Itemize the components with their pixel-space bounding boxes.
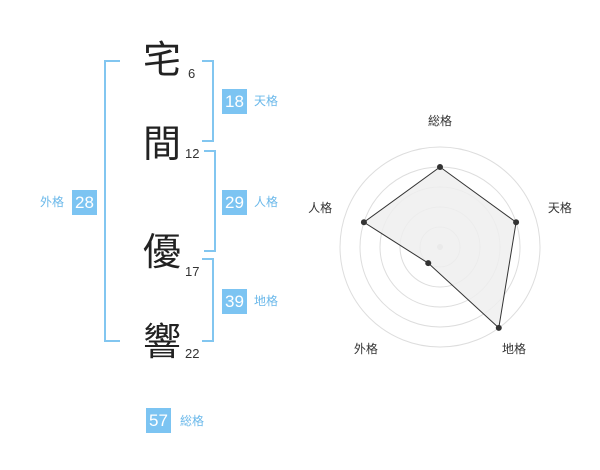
jinkaku-bracket bbox=[204, 150, 216, 252]
gaikaku-bracket bbox=[104, 60, 120, 342]
name-char-4: 響 bbox=[143, 320, 182, 364]
jinkaku-label: 人格 bbox=[254, 195, 279, 209]
stroke-count-3: 17 bbox=[185, 264, 200, 279]
radar-point-1 bbox=[437, 164, 443, 170]
chikaku-value: 39 bbox=[222, 289, 247, 314]
radar-axis-label-3: 地格 bbox=[502, 341, 526, 356]
radar-axis-label-5: 人格 bbox=[308, 200, 332, 215]
radar-axis-label-4: 外格 bbox=[354, 341, 378, 356]
name-char-3: 優 bbox=[143, 230, 182, 274]
stroke-count-2: 12 bbox=[185, 146, 200, 161]
radar-point-5 bbox=[360, 219, 367, 226]
chikaku-label: 地格 bbox=[254, 294, 279, 308]
soukaku-label: 総格 bbox=[180, 414, 205, 428]
radar-axis-label-2: 天格 bbox=[548, 200, 572, 215]
radar-series-area bbox=[363, 166, 517, 329]
chikaku-bracket bbox=[202, 258, 214, 342]
gaikaku-value: 28 bbox=[72, 190, 97, 215]
radar-axis-label-1: 総格 bbox=[428, 113, 452, 128]
stroke-count-1: 6 bbox=[188, 66, 196, 81]
tenkaku-label: 天格 bbox=[254, 94, 279, 108]
name-char-2: 間 bbox=[143, 122, 182, 166]
radar-point-2 bbox=[513, 219, 520, 226]
gaikaku-label: 外格 bbox=[40, 195, 65, 209]
tenkaku-bracket bbox=[202, 60, 214, 142]
tenkaku-value: 18 bbox=[222, 89, 247, 114]
radar-point-4 bbox=[425, 260, 432, 267]
stroke-count-4: 22 bbox=[185, 346, 200, 361]
soukaku-value: 57 bbox=[146, 408, 171, 433]
jinkaku-value: 29 bbox=[222, 190, 247, 215]
radar-point-3 bbox=[495, 324, 502, 331]
radar-grid-ring bbox=[339, 146, 541, 348]
name-char-1: 宅 bbox=[143, 38, 182, 82]
